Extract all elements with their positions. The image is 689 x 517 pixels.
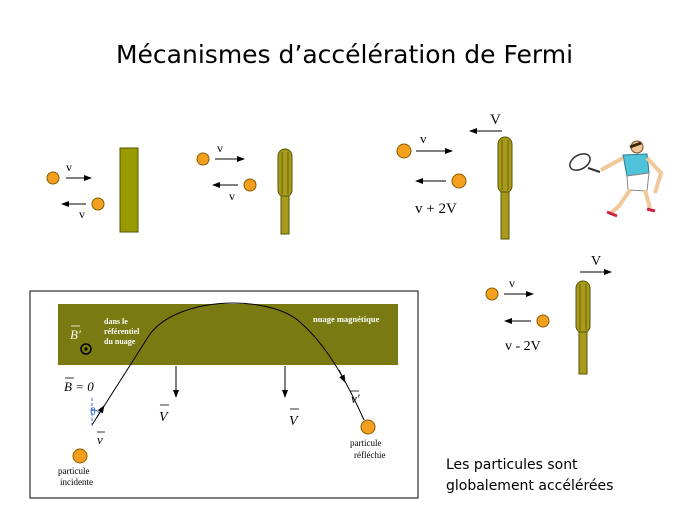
racket-velocity-label: V [490, 112, 501, 128]
particle-incoming [485, 287, 499, 301]
cloud-velocity-label-2: V [289, 414, 299, 429]
racket [277, 148, 293, 235]
incident-label-line1: particule [58, 466, 89, 476]
caption: Les particules sont globalement accéléré… [446, 455, 613, 497]
theta-arc [91, 409, 100, 414]
trajectory-arrow-in [96, 405, 105, 418]
caption-line1: Les particules sont [446, 457, 578, 473]
panel-fixed-wall: v v [46, 147, 139, 233]
velocity-label-out: v - 2V [505, 339, 541, 354]
particle-incoming [396, 143, 412, 159]
particle-incoming [196, 152, 210, 166]
magnetic-cloud-panel: nuage magnétique dans le référentiel du … [29, 290, 419, 499]
velocity-label-out: v [229, 189, 235, 203]
slide-title: Mécanismes d’accélération de Fermi [115, 40, 574, 69]
v-label: v [97, 432, 103, 447]
velocity-label-in: v [509, 276, 515, 290]
racket [575, 280, 591, 375]
particle-incoming [46, 171, 60, 185]
velocity-label-out: v + 2V [415, 201, 457, 217]
b-prime-label: B′ [70, 327, 81, 342]
theta-label: θ [90, 404, 96, 418]
racket-velocity-label: V [591, 254, 601, 269]
particle-outgoing [536, 314, 550, 328]
caption-line2: globalement accélérées [446, 478, 614, 494]
cloud-velocity-label-1: V [159, 410, 169, 425]
tennis-player-icon [569, 140, 664, 218]
particle-outgoing [451, 173, 467, 189]
reflected-label-line2: réfléchie [354, 450, 385, 460]
cloud-name-label: nuage magnétique [313, 314, 380, 324]
frame-label-line3: du nuage [104, 337, 136, 346]
fixed-wall [119, 147, 139, 233]
reflected-particle [360, 419, 376, 435]
frame-label-line1: dans le [104, 317, 128, 326]
frame-label-line2: référentiel [104, 327, 140, 336]
velocity-label-in: v [217, 141, 223, 155]
b-zero-label: B = 0 [64, 379, 94, 394]
incident-label-line2: incidente [60, 477, 93, 487]
panel-static-racket: v v [196, 141, 293, 235]
v-prime-label: v′ [351, 391, 360, 406]
field-out-of-page-icon [80, 343, 92, 355]
particle-outgoing [91, 197, 105, 211]
panel-receding-racket: V v v - 2V [485, 254, 612, 375]
incident-particle [72, 448, 88, 464]
racket [497, 136, 513, 240]
velocity-label-out: v [79, 207, 85, 221]
velocity-label-in: v [420, 131, 427, 146]
panel-approaching-racket: V v v + 2V [396, 112, 513, 240]
velocity-label-in: v [66, 160, 72, 174]
magnetic-cloud [58, 304, 398, 365]
particle-outgoing [243, 178, 257, 192]
trajectory-arrow-out [338, 369, 346, 383]
particle-trajectory [91, 302, 365, 426]
reflected-label-line1: particule [350, 438, 381, 448]
